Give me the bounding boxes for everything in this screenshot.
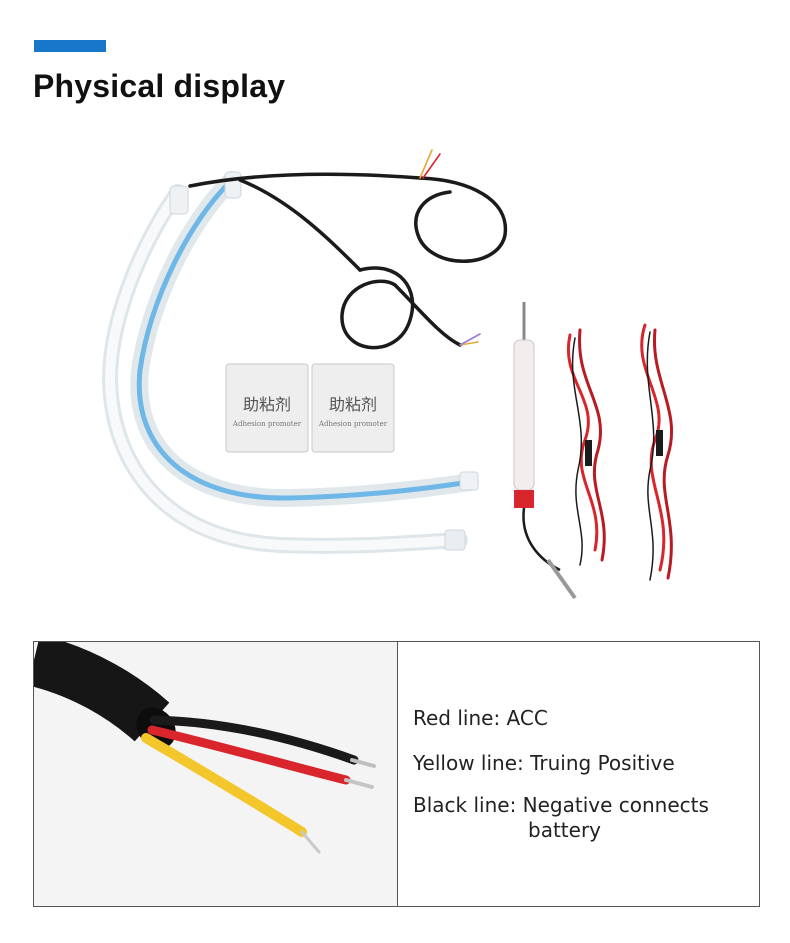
svg-text:助粘剂: 助粘剂 xyxy=(243,395,291,414)
svg-text:Adhesion promoter: Adhesion promoter xyxy=(318,420,388,428)
svg-text:助粘剂: 助粘剂 xyxy=(329,395,377,414)
led-strip-blue xyxy=(130,171,479,508)
led-strip-white xyxy=(101,184,468,554)
red-wire-harness xyxy=(640,323,674,581)
legend-black-line-cont: battery xyxy=(528,818,601,842)
black-cable xyxy=(188,172,508,350)
legend-black-line: Black line: Negative connects xyxy=(413,793,709,817)
product-photo: 助粘剂 助粘剂 Adhesion promoter Adhesion promo… xyxy=(0,120,790,615)
wire-legend: Red line: ACC Yellow line: Truing Positi… xyxy=(398,642,759,906)
wire-detail-panel: Red line: ACC Yellow line: Truing Positi… xyxy=(33,641,760,907)
svg-text:Adhesion promoter: Adhesion promoter xyxy=(232,420,302,428)
page-title: Physical display xyxy=(33,68,286,104)
accent-bar xyxy=(34,40,106,52)
legend-yellow-line: Yellow line: Truing Positive xyxy=(413,751,675,775)
legend-red-line: Red line: ACC xyxy=(413,706,548,730)
wire-closeup-illustration xyxy=(34,642,397,906)
test-pen xyxy=(513,302,577,600)
adhesion-promoter-packets: 助粘剂 助粘剂 Adhesion promoter Adhesion promo… xyxy=(225,363,395,453)
red-wire-harness xyxy=(566,328,606,566)
wire-closeup-photo xyxy=(34,642,398,906)
